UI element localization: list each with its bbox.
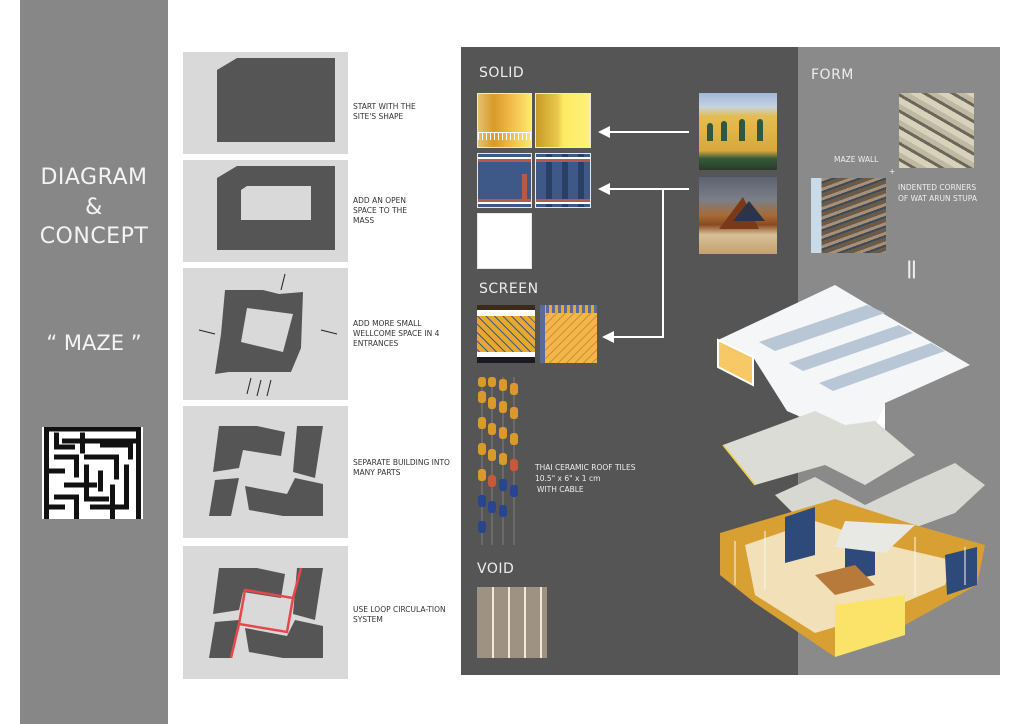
step-2-diagram: [183, 160, 348, 262]
title-sidebar: [20, 0, 168, 724]
arrow-vertical-connector: [662, 188, 664, 338]
stupa-label-line1: INDENTED CORNERS: [898, 183, 977, 192]
photo-thai-temple: [699, 177, 777, 254]
stupa-label-line2: OF WAT ARUN STUPA: [898, 194, 977, 203]
form-title: FORM: [811, 67, 854, 83]
photo-yellow-shophouse: [699, 93, 777, 170]
step-3-diagram: [183, 268, 348, 400]
screen-texture-2: [540, 305, 597, 363]
screen-texture-1: [477, 305, 535, 363]
arrowhead-icon: [598, 183, 610, 195]
solid-title: SOLID: [479, 65, 525, 81]
ceramic-roof-tiles-illustration: [477, 377, 519, 545]
equals-sign: ||: [906, 258, 917, 279]
arrow-shophouse-to-solid: [600, 131, 689, 133]
step-5-diagram: [183, 546, 348, 679]
tiles-label-line2: 10.5" x 6" x 1 cm: [535, 474, 601, 483]
photo-wat-arun-stupa: [811, 178, 886, 253]
solid-texture-blue-border: [477, 153, 532, 208]
void-texture-cables: [477, 587, 547, 658]
arrowhead-icon: [598, 126, 610, 138]
step-4-diagram: [183, 406, 348, 538]
maze-wall-label: MAZE WALL: [834, 155, 879, 164]
step-1-caption: START WITH THE SITE'S SHAPE: [353, 102, 416, 121]
exploded-axonometric-model: [715, 285, 1000, 660]
tiles-label-line1: THAI CERAMIC ROOF TILES: [535, 463, 636, 472]
solid-texture-white: [477, 213, 532, 269]
photo-maze-wall: [899, 93, 974, 168]
step-1-diagram: [183, 52, 348, 154]
step-5-caption: USE LOOP CIRCULA-TION SYSTEM: [353, 605, 446, 624]
arrow-temple-to-solid: [600, 188, 689, 190]
step-3-caption: ADD MORE SMALL WELLCOME SPACE IN 4 ENTRA…: [353, 319, 440, 348]
step-4-caption: SEPARATE BUILDING INTO MANY PARTS: [353, 458, 450, 477]
void-title: VOID: [477, 561, 515, 577]
solid-texture-blue-pleats: [535, 153, 591, 208]
screen-title: SCREEN: [479, 281, 539, 297]
maze-icon: [42, 426, 143, 520]
concept-name: “ MAZE ”: [46, 331, 142, 355]
title-diagram: DIAGRAM: [40, 165, 148, 190]
solid-texture-yellow-wall: [535, 93, 591, 148]
plus-sign: +: [889, 167, 896, 176]
title-ampersand: &: [85, 195, 103, 220]
arrow-to-screen: [605, 336, 664, 338]
solid-texture-yellow-balcony: [477, 93, 532, 148]
tiles-label-line3: WITH CABLE: [537, 485, 584, 494]
step-2-caption: ADD AN OPEN SPACE TO THE MASS: [353, 196, 407, 225]
title-concept: CONCEPT: [39, 224, 149, 249]
arrowhead-icon: [602, 331, 614, 343]
